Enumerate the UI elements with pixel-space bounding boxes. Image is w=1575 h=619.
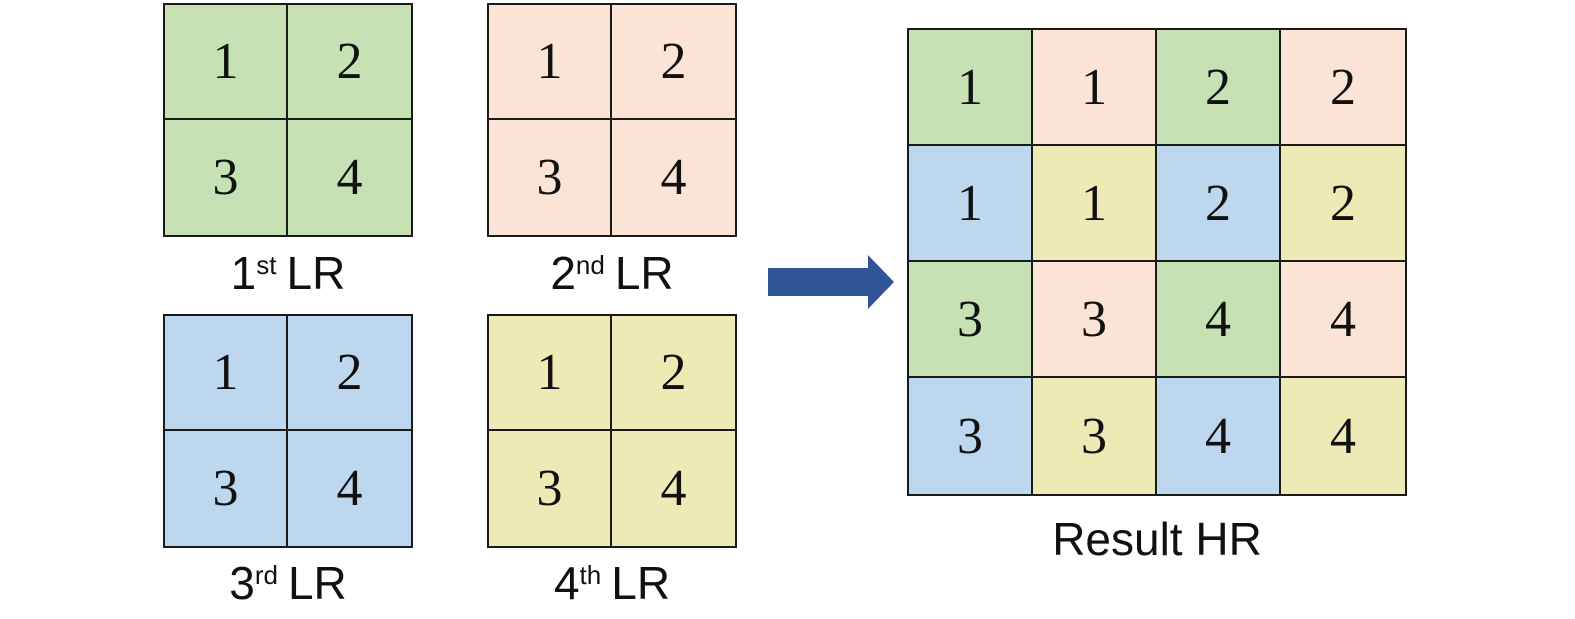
lr-caption-2: 2nd LR: [487, 250, 737, 296]
arrow-shape: [768, 255, 894, 309]
caption-number: 3: [229, 557, 255, 609]
caption-label: LR: [614, 247, 674, 299]
lr-image-2: 1 2 3 4: [487, 3, 737, 237]
lr2-cell: 2: [612, 5, 735, 120]
lr1-cell: 4: [336, 149, 363, 206]
hr-cell: 3: [1033, 378, 1157, 494]
lr2-cell: 1: [489, 5, 612, 120]
caption-ordinal-suffix: st: [256, 250, 277, 280]
lr3-cell: 2: [288, 316, 411, 431]
right-arrow-icon: [768, 255, 894, 309]
lr4-cell: 2: [612, 316, 735, 431]
hr-cell: 3: [909, 262, 1033, 378]
hr-cell: 4: [1281, 378, 1405, 494]
lr-caption-1: 1st LR: [163, 250, 413, 296]
hr-cell: 2: [1157, 146, 1281, 262]
lr-caption-3: 3rd LR: [163, 560, 413, 606]
lr-image-4: 1 2 3 4: [487, 314, 737, 548]
caption-number: 1: [230, 247, 257, 299]
caption-label: LR: [287, 557, 347, 609]
hr-cell: 1: [1033, 146, 1157, 262]
hr-cell: 1: [909, 30, 1033, 146]
caption-number: 2: [550, 247, 576, 299]
lr4-cell: 1: [489, 316, 612, 431]
hr-cell: 3: [909, 378, 1033, 494]
lr2-cell: 4: [660, 149, 687, 206]
lr4-cell: 4: [660, 460, 687, 517]
lr4-cell: 3: [489, 431, 612, 546]
hr-cell: 1: [1033, 30, 1157, 146]
hr-cell: 3: [1033, 262, 1157, 378]
caption-ordinal-suffix: nd: [575, 250, 605, 280]
lr1-cell: 2: [288, 5, 411, 120]
caption-number: 4: [553, 557, 580, 609]
lr-caption-4: 4th LR: [487, 560, 737, 606]
lr3-cell: 3: [165, 431, 288, 546]
hr-cell: 4: [1157, 262, 1281, 378]
hr-cell: 1: [909, 146, 1033, 262]
caption-ordinal-suffix: rd: [254, 560, 278, 590]
hr-cell: 2: [1281, 30, 1405, 146]
hr-cell: 2: [1281, 146, 1405, 262]
hr-cell: 4: [1281, 262, 1405, 378]
lr-image-1: 1 2 3 4: [163, 3, 413, 237]
caption-label: LR: [611, 557, 671, 609]
hr-cell: 4: [1157, 378, 1281, 494]
hr-image: 1 1 2 2 1 1 2 2 3 3 4 4 3 3 4 4: [907, 28, 1407, 496]
lr-image-3: 1 2 3 4: [163, 314, 413, 548]
caption-label: LR: [286, 247, 346, 299]
hr-caption: Result HR: [1052, 513, 1262, 565]
caption-ordinal-suffix: th: [579, 560, 602, 590]
hr-cell: 2: [1157, 30, 1281, 146]
lr2-cell: 3: [489, 120, 612, 235]
lr3-cell: 1: [165, 316, 288, 431]
lr3-cell: 4: [336, 460, 363, 517]
lr1-cell: 3: [165, 120, 288, 235]
lr1-cell: 1: [165, 5, 288, 120]
